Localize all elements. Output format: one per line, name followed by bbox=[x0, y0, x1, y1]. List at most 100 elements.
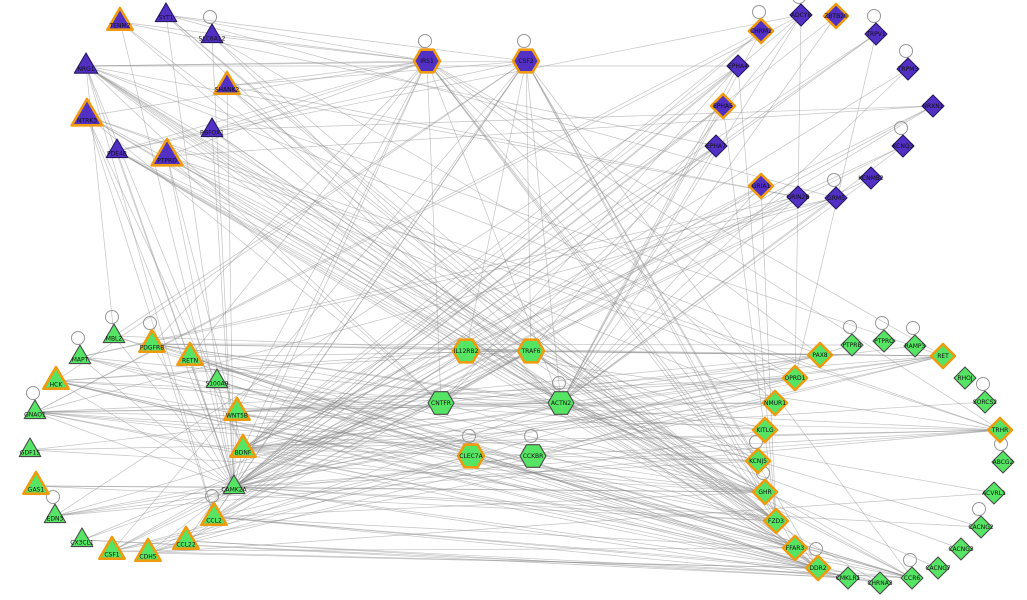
edge-SLC6A12-FZD3[interactable] bbox=[211, 35, 777, 522]
edge-CSF2-FZD3[interactable] bbox=[525, 60, 777, 522]
edge-CSF2-TRAF6[interactable] bbox=[525, 60, 532, 352]
edge-CAMK2A-CDH5[interactable] bbox=[147, 486, 235, 554]
node-S100A9[interactable] bbox=[205, 368, 229, 389]
edge-CSF2-CCL2[interactable] bbox=[213, 60, 527, 518]
edge-SHANK2-GRIN2B[interactable] bbox=[226, 85, 799, 198]
edge-TRAF6-FZD3[interactable] bbox=[530, 350, 777, 522]
edge-SLC6A12-OPRD1[interactable] bbox=[211, 35, 796, 379]
edge-SLC6A12-IRS1[interactable] bbox=[211, 35, 428, 62]
edge-CCL2-CMKLR1[interactable] bbox=[213, 516, 849, 579]
edge-NRG1-KCNJ5[interactable] bbox=[85, 65, 759, 462]
node-CX3CL1[interactable] bbox=[70, 527, 94, 548]
node-GNAO1[interactable] bbox=[23, 399, 47, 420]
node-ADCY8[interactable] bbox=[789, 3, 813, 27]
edge-PTPRD-CNTFR[interactable] bbox=[166, 155, 442, 404]
edge-EPHA5-FZD3[interactable] bbox=[722, 105, 777, 522]
edge-GNAO1-CCR6[interactable] bbox=[34, 411, 913, 579]
edge-BDNF-OPRD1[interactable] bbox=[242, 377, 796, 450]
node-EPHA4[interactable] bbox=[726, 54, 750, 78]
edge-BDNF-RET[interactable] bbox=[242, 355, 944, 450]
edge-EPHA5-BDNF[interactable] bbox=[242, 105, 724, 450]
edge-GRIN2B-ACTN2[interactable] bbox=[560, 196, 799, 404]
edge-GAS1-FZD3[interactable] bbox=[35, 485, 777, 522]
edge-ACTN2-HCK[interactable] bbox=[55, 380, 562, 404]
node-ACTN2[interactable] bbox=[547, 391, 575, 415]
edge-NRG1-PAX8[interactable] bbox=[85, 65, 821, 356]
edge-KCNQ3-ACTN2[interactable] bbox=[560, 145, 904, 404]
edge-CCL2-GHR[interactable] bbox=[213, 491, 766, 518]
edge-NTRK3-FZD3[interactable] bbox=[86, 115, 777, 522]
edge-CAMK2A-HCK[interactable] bbox=[55, 380, 235, 488]
node-CACNG3[interactable] bbox=[949, 537, 973, 561]
edge-IL12RB2-HCK[interactable] bbox=[55, 350, 467, 382]
edge-ACTN2-MAPT[interactable] bbox=[79, 356, 562, 404]
edge-CCKBR-TRHR[interactable] bbox=[532, 429, 1001, 457]
edge-GRIA1-ACTN2[interactable] bbox=[560, 185, 762, 404]
edge-ADCY8-TRAF6[interactable] bbox=[530, 14, 802, 352]
edge-SYT1-GRM5[interactable] bbox=[165, 14, 837, 199]
node-CSF1[interactable] bbox=[98, 535, 126, 561]
edge-ADCY8-ACTN2[interactable] bbox=[560, 14, 802, 404]
node-CAMK2A[interactable] bbox=[222, 474, 246, 495]
node-NMUR1[interactable] bbox=[761, 389, 789, 417]
edge-HCK-DDR2[interactable] bbox=[55, 380, 819, 569]
node-CCR6[interactable] bbox=[900, 566, 924, 590]
edge-CCKBR-GHR[interactable] bbox=[532, 455, 766, 493]
edge-GRIA1-BDNF[interactable] bbox=[242, 185, 762, 450]
edge-NTRK3-BDNF[interactable] bbox=[86, 115, 244, 450]
edge-GRM5-MAPT[interactable] bbox=[79, 197, 837, 358]
edge-ACTN2-KCNJ5[interactable] bbox=[560, 402, 759, 462]
edge-CCL2-DDR2[interactable] bbox=[213, 516, 819, 569]
node-KITLG[interactable] bbox=[751, 416, 779, 444]
edge-CAMK2A-TRHR[interactable] bbox=[233, 429, 1001, 488]
edge-GAS1-GHR[interactable] bbox=[35, 485, 766, 493]
edge-CDH5-PTPRB[interactable] bbox=[147, 344, 853, 554]
node-CACNG7[interactable] bbox=[926, 556, 950, 580]
edge-IRS1-RET[interactable] bbox=[426, 60, 944, 357]
edge-GNAO1-CHRNA3[interactable] bbox=[34, 411, 881, 584]
edge-CSF2-CSF1[interactable] bbox=[111, 60, 527, 552]
edge-MAPT-CHRNA3[interactable] bbox=[79, 356, 881, 584]
edge-RBFOX1-NRXN1[interactable] bbox=[211, 105, 934, 131]
edge-EPHA7-CNTFR[interactable] bbox=[440, 145, 717, 404]
edge-PDE4B-CSF2[interactable] bbox=[116, 60, 527, 152]
edge-HCK-CCR6[interactable] bbox=[55, 380, 913, 579]
edge-NRG1-CNTFR[interactable] bbox=[85, 65, 442, 404]
edge-CAMK2A-GNAO1[interactable] bbox=[34, 411, 235, 488]
edge-CSF2-FFAR3[interactable] bbox=[525, 60, 796, 549]
edge-GRM5-GNAO1[interactable] bbox=[34, 197, 837, 413]
node-CCKBR[interactable] bbox=[519, 444, 547, 468]
node-FFAR3[interactable] bbox=[781, 534, 809, 562]
edge-NTRK3-IRS1[interactable] bbox=[86, 60, 428, 117]
node-PTPRO[interactable] bbox=[872, 329, 896, 353]
edge-TENM2-ACTN2[interactable] bbox=[119, 21, 562, 404]
node-IL12RB2[interactable] bbox=[451, 338, 481, 364]
edge-TENM2-IRS1[interactable] bbox=[119, 21, 428, 62]
edge-WNT5B-FZD3[interactable] bbox=[236, 411, 777, 522]
node-NRXN1[interactable] bbox=[921, 94, 945, 118]
node-PAX8[interactable] bbox=[806, 341, 834, 369]
node-SHANK2[interactable] bbox=[213, 70, 241, 95]
edge-NRXN1-BDNF[interactable] bbox=[242, 105, 934, 450]
node-CDH5[interactable] bbox=[134, 537, 162, 563]
node-RAMP3[interactable] bbox=[903, 334, 927, 358]
edge-TENM2-FZD3[interactable] bbox=[119, 21, 777, 522]
edge-HCK-CMKLR1[interactable] bbox=[55, 380, 849, 579]
edge-EPHA4-ACTN2[interactable] bbox=[560, 65, 739, 404]
edge-CSF2-ACTN2[interactable] bbox=[525, 60, 562, 404]
edge-CAMK2A-GAS1[interactable] bbox=[35, 485, 235, 488]
edge-CSF2-IL12RB2[interactable] bbox=[465, 60, 527, 352]
edge-CHRM2-BDNF[interactable] bbox=[242, 30, 762, 450]
edge-WNT5B-RET[interactable] bbox=[236, 355, 944, 413]
edge-CSF2-CCR6[interactable] bbox=[525, 60, 913, 579]
edge-HCK-KITLG[interactable] bbox=[55, 380, 766, 431]
edge-CSF1-FFAR3[interactable] bbox=[111, 547, 796, 552]
edge-BDNF-TRHR[interactable] bbox=[242, 429, 1001, 450]
edge-RBFOX1-CAMK2A[interactable] bbox=[211, 129, 235, 488]
edge-GRIN2B-MAPT[interactable] bbox=[79, 196, 799, 358]
edge-SYT1-IRS1[interactable] bbox=[165, 14, 428, 62]
edge-PDGFRB-PTPRB[interactable] bbox=[151, 343, 853, 346]
edge-CSF2-KCNJ5[interactable] bbox=[525, 60, 759, 462]
node-CSF2[interactable] bbox=[511, 48, 541, 74]
edge-IRS1-NMUR1[interactable] bbox=[426, 60, 776, 404]
